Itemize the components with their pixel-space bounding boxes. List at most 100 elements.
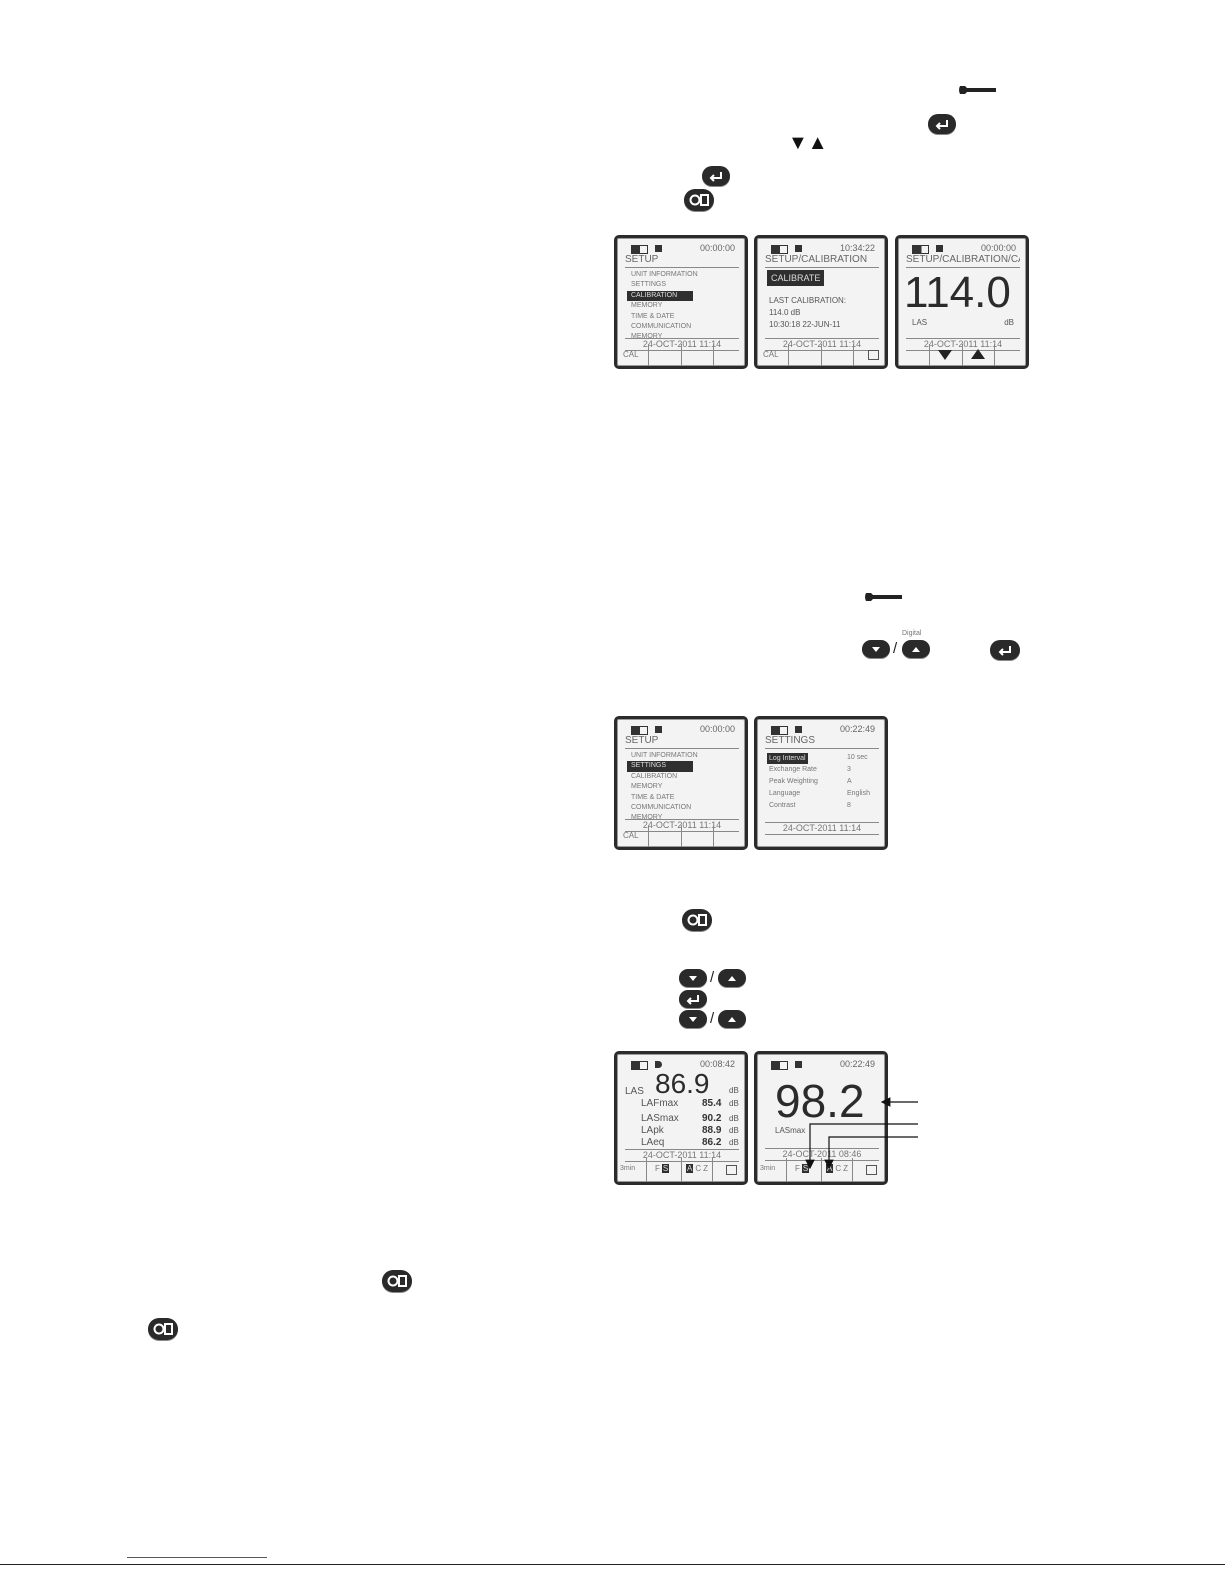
menu-item[interactable]: COMMUNICATION xyxy=(631,322,692,330)
settings-row[interactable]: Contrast 8 xyxy=(767,801,879,813)
screen-date: 24-OCT-2011 11:14 xyxy=(906,338,1020,351)
enter-key-icon xyxy=(928,114,956,134)
softkey-empty[interactable] xyxy=(789,344,822,366)
battery-icon xyxy=(771,726,788,735)
battery-icon xyxy=(771,1061,788,1070)
menu-item[interactable]: SETTINGS xyxy=(631,281,667,289)
level-label: LAS xyxy=(912,318,928,327)
softkey-print[interactable] xyxy=(713,1158,745,1182)
calibrate-highlight[interactable]: CALIBRATE xyxy=(767,270,825,286)
menu-item[interactable]: TIME & DATE xyxy=(631,312,675,320)
softkey-bar: CAL xyxy=(617,825,745,847)
wrench-icon xyxy=(864,590,904,602)
setting-name-selected: Log Interval xyxy=(767,753,808,764)
main-level-value: 86.9 xyxy=(655,1068,710,1099)
setting-name: Exchange Rate xyxy=(769,766,817,773)
softkey-cal[interactable]: CAL xyxy=(757,344,790,366)
menu-item[interactable]: COMMUNICATION xyxy=(631,803,692,811)
enter-key-icon xyxy=(702,166,730,186)
menu-item[interactable]: MEMORY xyxy=(631,783,663,791)
setting-value: A xyxy=(847,778,852,785)
softkey-print[interactable] xyxy=(853,1158,885,1182)
footer-divider xyxy=(0,1564,1225,1565)
softkey-empty[interactable] xyxy=(714,825,745,847)
enter-key-icon xyxy=(990,640,1020,660)
metric-unit: dB xyxy=(729,1126,739,1135)
setup-menu: UNIT INFORMATION SETTINGS CALIBRATION ME… xyxy=(627,751,739,824)
softkey-empty[interactable] xyxy=(682,344,714,366)
screen-clock: 00:22:49 xyxy=(839,724,875,734)
run-stop-key-icon xyxy=(684,189,714,211)
up-key-icon xyxy=(718,1010,746,1028)
run-stop-key-icon xyxy=(682,909,712,931)
screen-clock: 00:08:42 xyxy=(699,1059,735,1069)
metric-value: 85.4 xyxy=(702,1098,722,1109)
menu-item[interactable]: UNIT INFORMATION xyxy=(631,752,698,759)
metric-value: 86.2 xyxy=(702,1137,722,1148)
softkey-down[interactable] xyxy=(930,344,963,366)
softkey-cal[interactable]: CAL xyxy=(617,344,650,366)
menu-item[interactable]: MEMORY xyxy=(631,302,663,310)
menu-item-selected[interactable]: SETTINGS xyxy=(627,761,693,772)
slash-separator: / xyxy=(893,640,898,657)
screen-date: 24-OCT-2011 11:14 xyxy=(765,822,879,835)
metric-name: LAeq xyxy=(641,1137,665,1148)
menu-item[interactable]: MEMORY xyxy=(631,333,663,341)
settings-row[interactable]: Exchange Rate 3 xyxy=(767,765,879,777)
down-key-icon xyxy=(862,640,890,658)
setup-menu: UNIT INFORMATION SETTINGS CALIBRATION ME… xyxy=(627,270,739,343)
softkey-duration[interactable]: 3min xyxy=(617,1158,647,1182)
softkey-empty[interactable] xyxy=(822,344,854,366)
menu-item-selected[interactable]: CALIBRATION xyxy=(627,290,693,302)
menu-item[interactable]: UNIT INFORMATION xyxy=(631,271,698,278)
softkey-empty[interactable] xyxy=(995,344,1026,366)
menu-item[interactable]: MEMORY xyxy=(631,814,663,822)
menu-item[interactable]: CALIBRATION xyxy=(631,772,678,780)
softkey-duration[interactable]: 3min xyxy=(757,1158,787,1182)
settings-row[interactable]: Peak Weighting A xyxy=(767,777,879,789)
settings-row[interactable]: Language English xyxy=(767,789,879,801)
screen-title: SETUP xyxy=(625,735,739,749)
setting-value: English xyxy=(847,790,870,797)
last-calibration-label: LAST CALIBRATION: xyxy=(769,296,847,305)
up-key-icon xyxy=(902,640,930,658)
softkey-empty[interactable] xyxy=(649,344,682,366)
metric-unit: dB xyxy=(729,1114,739,1123)
footer-link-underline[interactable] xyxy=(127,1557,267,1558)
setting-value: 8 xyxy=(847,802,851,809)
screen-title: SETTINGS xyxy=(765,735,879,749)
softkey-cal[interactable]: CAL xyxy=(617,825,650,847)
softkey-up[interactable] xyxy=(963,344,995,366)
printer-icon xyxy=(726,1165,737,1175)
softkey-empty[interactable] xyxy=(714,344,745,366)
softkey-print[interactable] xyxy=(854,344,885,366)
device-screen-multi-readout: 00:08:42 LAS 86.9 dB LAFmax 85.4 dB LASm… xyxy=(614,1051,748,1185)
device-screen-cal-level: 00:00:00 SETUP/CALIBRATION/CAL 114.0 LAS… xyxy=(895,235,1029,369)
main-level-unit: dB xyxy=(729,1086,739,1095)
screen-clock: 00:00:00 xyxy=(980,243,1016,253)
softkey-empty[interactable] xyxy=(898,344,931,366)
battery-icon xyxy=(631,1061,648,1070)
digital-label: Digital xyxy=(902,630,922,637)
metric-value: 90.2 xyxy=(702,1113,722,1124)
metric-value: 88.9 xyxy=(702,1125,722,1136)
device-screen-calibration: 10:34:22 SETUP/CALIBRATION CALIBRATE LAS… xyxy=(754,235,888,369)
metric-unit: dB xyxy=(729,1099,739,1108)
settings-row[interactable]: Log Interval 10 sec xyxy=(767,753,879,765)
softkey-empty[interactable] xyxy=(649,825,682,847)
battery-icon xyxy=(912,245,929,254)
record-indicator-icon xyxy=(655,726,662,733)
setting-value: 3 xyxy=(847,766,851,773)
setting-name: Contrast xyxy=(769,802,796,809)
down-key-icon xyxy=(679,1010,707,1028)
menu-item[interactable]: TIME & DATE xyxy=(631,793,675,801)
screen-date: 24-OCT-2011 11:14 xyxy=(625,819,739,832)
softkey-bar: CAL xyxy=(757,344,885,366)
setting-value: 10 sec xyxy=(847,754,868,761)
record-indicator-icon xyxy=(655,245,662,252)
softkey-empty[interactable] xyxy=(682,825,714,847)
up-key-icon xyxy=(718,969,746,987)
